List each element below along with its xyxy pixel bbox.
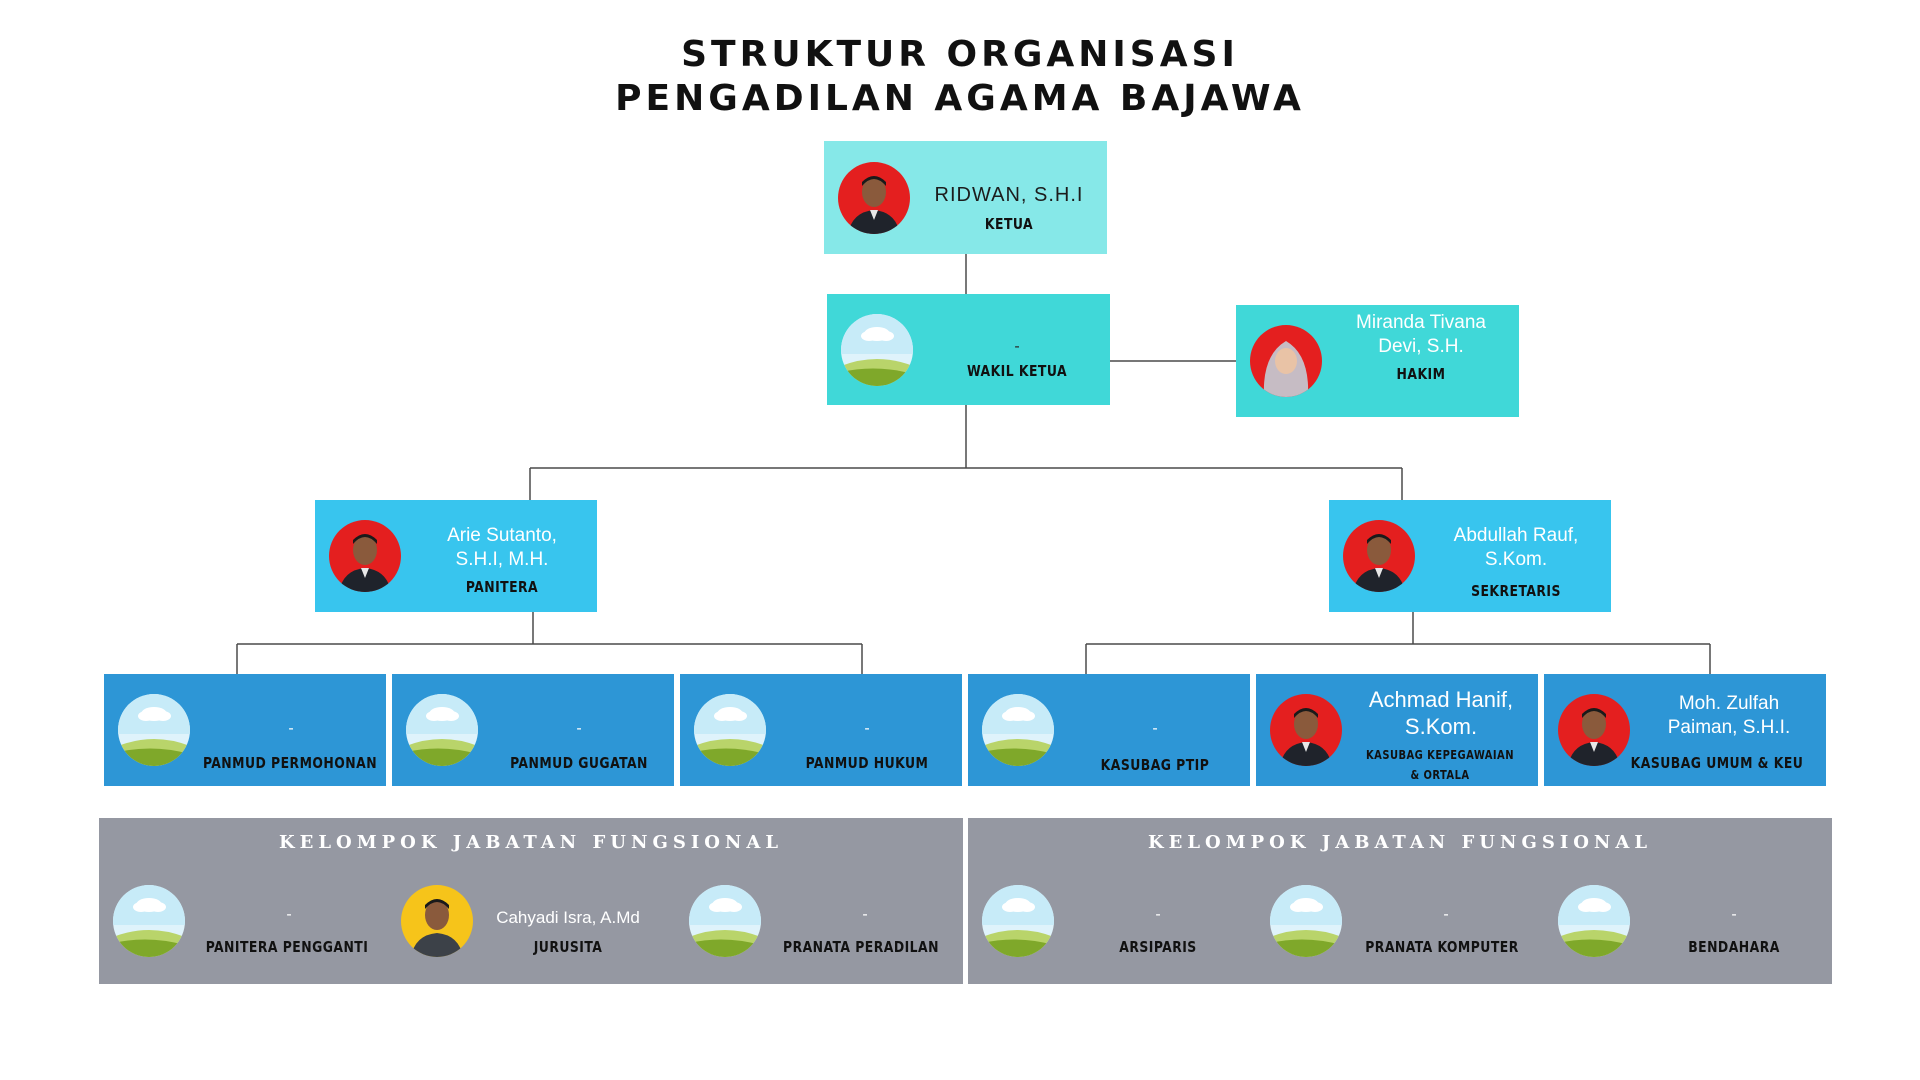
wakil-ketua-card: - WAKIL KETUA — [827, 294, 1110, 405]
unit-role: PANMUD PERMOHONAN — [202, 754, 378, 772]
wakil-ketua-name: - — [1014, 338, 1020, 355]
placeholder-landscape-icon — [689, 885, 761, 957]
member-name: Cahyadi Isra, A.Md — [496, 908, 640, 927]
member-panitera-pengganti: - PANITERA PENGGANTI — [99, 858, 387, 984]
member-name: - — [1443, 906, 1449, 923]
kasubag-kepegawaian-card: Achmad Hanif, S.Kom. KASUBAG KEPEGAWAIAN… — [1256, 674, 1538, 786]
panmud-hukum-card: - PANMUD HUKUM — [680, 674, 962, 786]
chart-title-line-2: PENGADILAN AGAMA BAJAWA — [615, 78, 1305, 119]
unit-name: - — [864, 720, 870, 737]
sekretaris-name-line-2: S.Kom. — [1484, 549, 1548, 570]
panitera-name-line-1: Arie Sutanto, — [447, 525, 557, 546]
hakim-name-line-1: Miranda Tivana — [1356, 312, 1486, 333]
placeholder-landscape-icon — [118, 694, 190, 766]
ketua-role: KETUA — [984, 215, 1034, 233]
placeholder-landscape-icon — [841, 314, 913, 386]
member-pranata-peradilan: - PRANATA PERADILAN — [675, 858, 963, 984]
placeholder-landscape-icon — [113, 885, 185, 957]
member-jurusita: Cahyadi Isra, A.Md JURUSITA — [387, 858, 675, 984]
member-name: - — [862, 906, 868, 923]
member-name: - — [1731, 906, 1737, 923]
ketua-name: RIDWAN, S.H.I — [934, 184, 1084, 206]
kelompok-jabatan-fungsional-left: KELOMPOK JABATAN FUNGSIONAL - PANITERA P… — [99, 818, 963, 984]
kasubag-umum-keu-card: Moh. Zulfah Paiman, S.H.I. KASUBAG UMUM … — [1544, 674, 1826, 786]
member-arsiparis: - ARSIPARIS — [968, 858, 1256, 984]
placeholder-landscape-icon — [982, 694, 1054, 766]
sekretaris-photo — [1343, 520, 1415, 592]
sekretaris-card: Abdullah Rauf, S.Kom. SEKRETARIS — [1329, 500, 1611, 612]
placeholder-landscape-icon — [406, 694, 478, 766]
unit-role: PANMUD HUKUM — [805, 754, 929, 772]
unit-name: - — [288, 720, 294, 737]
panitera-role: PANITERA — [465, 578, 539, 596]
group-title: KELOMPOK JABATAN FUNGSIONAL — [1148, 832, 1652, 853]
group-title: KELOMPOK JABATAN FUNGSIONAL — [279, 832, 783, 853]
placeholder-landscape-icon — [982, 885, 1054, 957]
unit-name-line-1: Achmad Hanif, — [1368, 687, 1514, 712]
panmud-permohonan-card: - PANMUD PERMOHONAN — [104, 674, 386, 786]
unit-name-line-2: S.Kom. — [1404, 714, 1478, 739]
placeholder-landscape-icon — [1558, 885, 1630, 957]
member-name: - — [1155, 906, 1161, 923]
panmud-gugatan-card: - PANMUD GUGATAN — [392, 674, 674, 786]
chart-title-line-1: STRUKTUR ORGANISASI — [681, 34, 1239, 75]
sekretaris-role: SEKRETARIS — [1471, 582, 1561, 600]
placeholder-landscape-icon — [1270, 885, 1342, 957]
panitera-photo — [329, 520, 401, 592]
kasubag-kepegawaian-photo — [1270, 694, 1342, 766]
panitera-name-line-2: S.H.I, M.H. — [455, 549, 549, 570]
unit-role-line-1: KASUBAG KEPEGAWAIAN — [1366, 748, 1514, 762]
member-role: PANITERA PENGGANTI — [205, 938, 369, 956]
kasubag-ptip-card: - KASUBAG PTIP — [968, 674, 1250, 786]
member-role: BENDAHARA — [1688, 938, 1780, 956]
sekretaris-name-line-1: Abdullah Rauf, — [1453, 525, 1579, 546]
unit-name: - — [1152, 720, 1158, 737]
unit-role: PANMUD GUGATAN — [510, 754, 648, 772]
unit-role: KASUBAG UMUM & KEU — [1630, 754, 1804, 772]
panitera-card: Arie Sutanto, S.H.I, M.H. PANITERA — [315, 500, 597, 612]
member-name: - — [286, 906, 292, 923]
ketua-card: RIDWAN, S.H.I KETUA — [824, 141, 1107, 254]
member-role: JURUSITA — [533, 938, 603, 956]
hakim-card: Miranda Tivana Devi, S.H. HAKIM — [1236, 305, 1519, 417]
hakim-role: HAKIM — [1396, 365, 1446, 383]
member-pranata-komputer: - PRANATA KOMPUTER — [1256, 858, 1544, 984]
hakim-name-line-2: Devi, S.H. — [1378, 336, 1464, 357]
jurusita-photo — [401, 885, 473, 957]
placeholder-landscape-icon — [694, 694, 766, 766]
unit-name-line-2: Paiman, S.H.I. — [1667, 717, 1791, 738]
member-role: PRANATA KOMPUTER — [1365, 938, 1519, 956]
ketua-photo — [838, 162, 910, 234]
kelompok-jabatan-fungsional-right: KELOMPOK JABATAN FUNGSIONAL - ARSIPARIS … — [968, 818, 1832, 984]
unit-role-line-2: & ORTALA — [1410, 768, 1470, 782]
hakim-photo — [1250, 325, 1322, 397]
member-bendahara: - BENDAHARA — [1544, 858, 1832, 984]
wakil-ketua-role: WAKIL KETUA — [966, 362, 1068, 380]
unit-role: KASUBAG PTIP — [1100, 756, 1210, 774]
member-role: ARSIPARIS — [1119, 938, 1197, 956]
member-role: PRANATA PERADILAN — [783, 938, 939, 956]
unit-name-line-1: Moh. Zulfah — [1678, 693, 1780, 714]
unit-name: - — [576, 720, 582, 737]
